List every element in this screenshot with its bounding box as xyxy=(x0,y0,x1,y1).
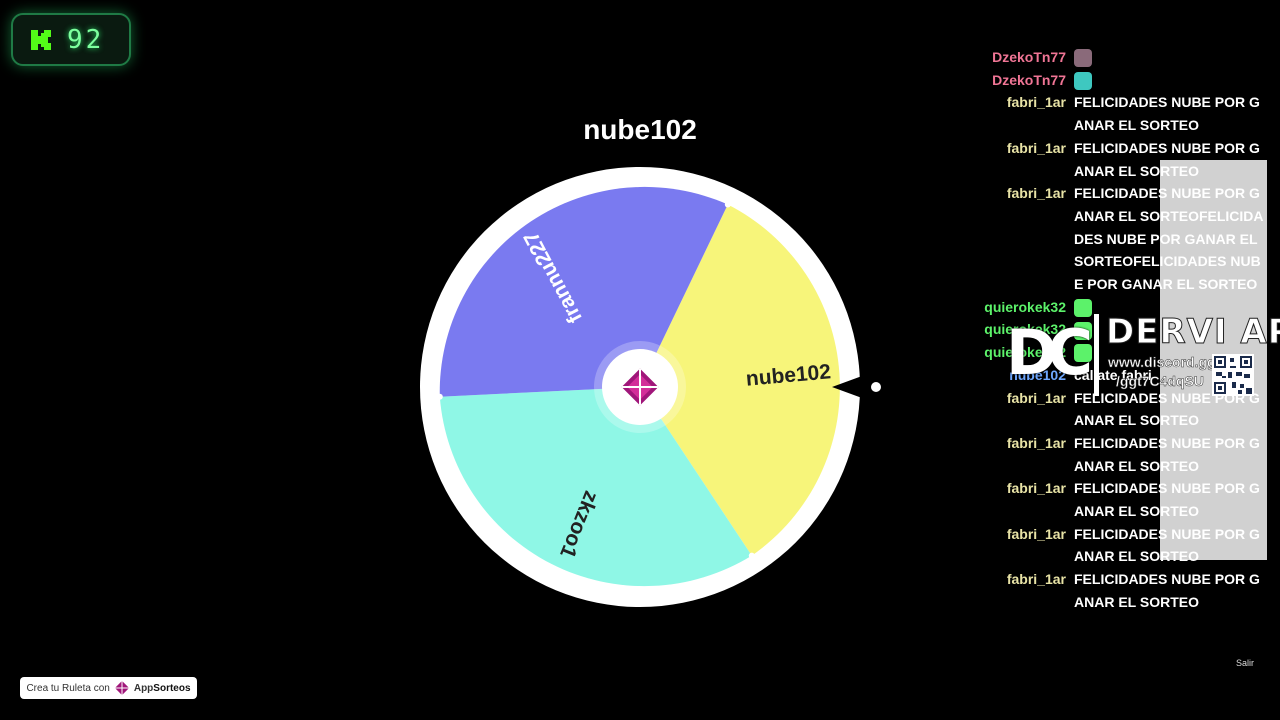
qr-code-icon xyxy=(1212,354,1254,396)
chat-emote-icon xyxy=(1074,49,1092,68)
chat-message: quierokek32 xyxy=(970,318,1270,341)
brand-sorteos: Sorteos xyxy=(153,682,191,694)
appsorteos-logo-icon xyxy=(114,680,129,696)
promo-text: Crea tu Ruleta con xyxy=(26,682,110,694)
logo-divider xyxy=(1094,314,1099,396)
exit-link[interactable]: Salir xyxy=(1236,658,1255,668)
chat-username[interactable]: quierokek32 xyxy=(984,298,1066,315)
chat-message: DzekoTn77 xyxy=(970,69,1270,92)
discord-link-line2: /ggt7C4dqSU xyxy=(1116,373,1204,390)
chat-username[interactable]: DzekoTn77 xyxy=(992,49,1066,65)
chat-text: callate fabri xyxy=(1074,366,1152,383)
wheel-pointer xyxy=(832,376,881,398)
viewer-count: 92 xyxy=(67,24,105,55)
chat-username[interactable]: fabri_1ar xyxy=(1006,571,1066,588)
chat-username[interactable]: fabri_1ar xyxy=(1006,94,1066,111)
chat-emote-icon xyxy=(1074,344,1092,363)
appsorteos-gift-icon xyxy=(621,368,659,406)
chat-message: quierokek32 xyxy=(970,341,1270,364)
promo-brand: AppSorteos xyxy=(134,683,191,694)
wheel-segment-frannu227 xyxy=(439,186,728,397)
wheel-segment-nube102 xyxy=(640,204,840,556)
chat-username[interactable]: nube102 xyxy=(1009,366,1066,383)
chat-emote-icon xyxy=(1074,299,1092,318)
dervi-logo-mark: DC xyxy=(1006,316,1093,389)
chat-message: nube102 callate fabri xyxy=(970,364,1270,387)
chat-username[interactable]: quierokek32 xyxy=(984,321,1066,338)
chat-text xyxy=(1074,296,1264,319)
chat-username[interactable]: fabri_1ar xyxy=(1006,139,1066,156)
chat-emote-icon xyxy=(1074,72,1092,90)
chat-text: FELICIDADES NUBE POR GANAR EL SORTEO xyxy=(1074,94,1260,134)
viewer-count-badge: 92 xyxy=(11,13,131,66)
appsorteos-promo-link[interactable]: Crea tu Ruleta con AppSorteos xyxy=(20,677,197,699)
dervi-app-title: DERVI APP xyxy=(1106,312,1280,353)
winner-name: nube102 xyxy=(583,114,697,145)
chat-username[interactable]: fabri_1ar xyxy=(1006,434,1066,451)
dervi-app-logo: DC DERVI APP www.discord.gg /ggt7C4dqSU xyxy=(1006,312,1280,400)
chat-username[interactable]: fabri_1ar xyxy=(1006,185,1066,202)
chat-emote-icon xyxy=(1074,321,1092,340)
chat-message: fabri_1ar FELICIDADES NUBE POR GANAR EL S… xyxy=(970,91,1270,136)
chat-username[interactable]: fabri_1ar xyxy=(1006,525,1066,542)
discord-link-line1: www.discord.gg xyxy=(1108,354,1216,371)
chat-username[interactable]: fabri_1ar xyxy=(1006,389,1066,406)
chat-text xyxy=(1074,46,1264,69)
chat-message: fabri_1ar FELICIDADES NUBE POR GANAR EL S… xyxy=(970,568,1270,613)
chat-text: FELICIDADES NUBE POR GANAR EL SORTEO xyxy=(1074,571,1260,610)
chat-username[interactable]: quierokek32 xyxy=(984,344,1066,361)
chat-message: DzekoTn77 xyxy=(970,46,1270,69)
chat-username[interactable]: DzekoTn77 xyxy=(992,71,1066,88)
chat-message: quierokek32 xyxy=(970,296,1270,319)
kick-logo-icon xyxy=(31,29,51,50)
chat-username[interactable]: fabri_1ar xyxy=(1006,480,1066,497)
chat-text xyxy=(1074,341,1264,364)
roulette-wheel[interactable]: nube102 zkzoo1 frannu227 xyxy=(419,166,861,608)
wheel-segment-zkzoo1 xyxy=(439,387,752,587)
chat-text xyxy=(1074,69,1264,92)
chat-text xyxy=(1074,318,1264,341)
brand-app: App xyxy=(133,682,154,694)
